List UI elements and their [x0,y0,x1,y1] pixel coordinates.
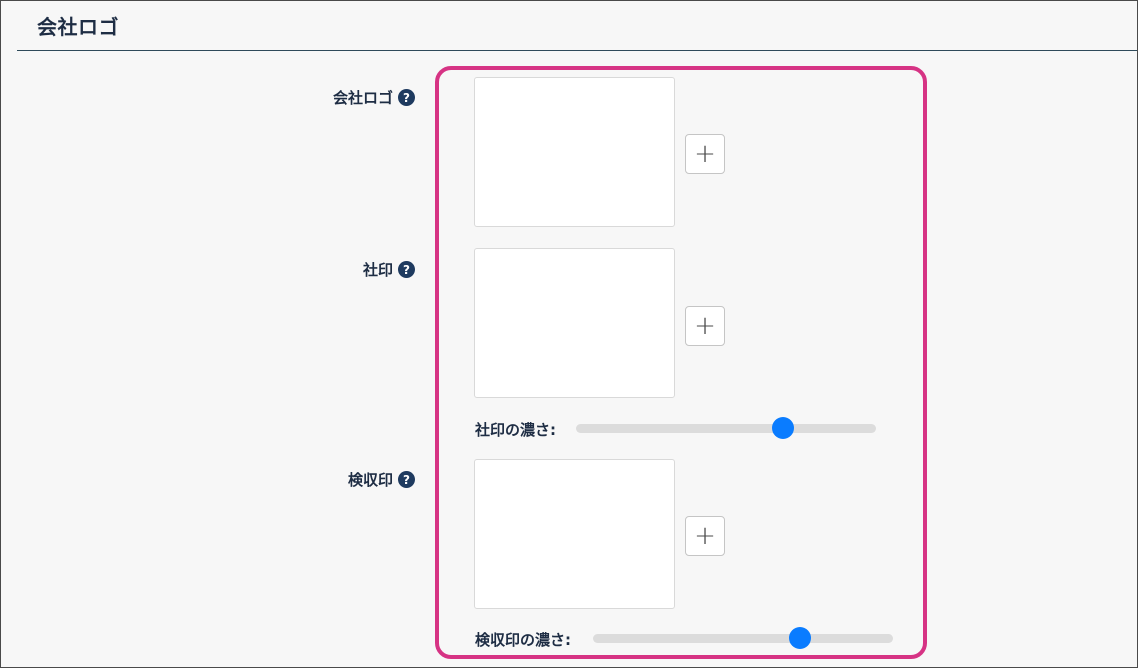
seal-density-slider[interactable] [576,417,876,439]
seal-image-preview [474,248,675,398]
acceptance-stamp-help-icon[interactable]: ? [398,471,415,488]
logo-image-preview [474,77,675,227]
logo-field-label: 会社ロゴ ? [333,87,415,108]
seal-density-slider-thumb[interactable] [772,417,794,439]
acceptance-stamp-label-text: 検収印 [347,471,393,489]
seal-add-button[interactable]: + [685,306,725,346]
seal-help-icon[interactable]: ? [398,261,415,278]
acceptance-stamp-density-label: 検収印の濃さ: [475,631,571,649]
seal-density-label: 社印の濃さ: [475,421,556,439]
logo-label-text: 会社ロゴ [332,89,393,107]
seal-label-text: 社印 [362,261,393,279]
acceptance-stamp-density-slider-thumb[interactable] [789,627,811,649]
acceptance-stamp-image-preview [474,459,675,609]
acceptance-stamp-density-slider[interactable] [593,627,893,649]
acceptance-stamp-add-button[interactable]: + [685,516,725,556]
highlight-frame [435,66,927,659]
logo-add-button[interactable]: + [685,134,725,174]
logo-help-icon[interactable]: ? [398,89,415,106]
section-title: 会社ロゴ [37,15,119,39]
acceptance-stamp-field-label: 検収印 ? [348,469,415,490]
section-divider [17,50,1137,51]
seal-field-label: 社印 ? [363,259,415,280]
